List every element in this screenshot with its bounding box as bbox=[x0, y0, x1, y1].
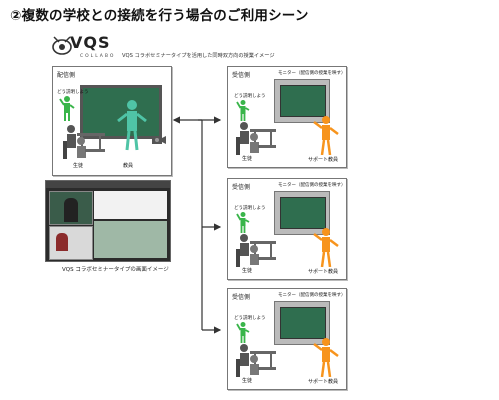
receiver-label: 受信側 bbox=[232, 294, 251, 301]
speech-text: どう説明しよう bbox=[234, 94, 266, 99]
diagram-caption: VQS コラボセミナータイプを活用した同時双方向の授業イメージ bbox=[122, 53, 275, 59]
support-role-label: サポート教員 bbox=[308, 157, 339, 163]
monitor-frame bbox=[274, 191, 330, 235]
sender-label: 配信側 bbox=[57, 72, 76, 79]
logo-subtext: COLLABO bbox=[80, 54, 116, 59]
monitor-screen bbox=[280, 85, 326, 117]
sender-panel: 配信側 どう説明しよう 生徒 教員 bbox=[52, 66, 172, 176]
student-role-label: 生徒 bbox=[242, 268, 253, 274]
support-role-label: サポート教員 bbox=[308, 379, 339, 385]
raising-hand-student-icon bbox=[236, 212, 250, 233]
speech-text: どう説明しよう bbox=[57, 90, 89, 95]
receiver-label: 受信側 bbox=[232, 72, 251, 79]
participant-list-area bbox=[94, 221, 167, 258]
receiver-label: 受信側 bbox=[232, 184, 251, 191]
monitor-screen bbox=[280, 307, 326, 339]
receiver-panel: 受信側 モニター（配信側の授業を映す） どう説明しよう生徒 サポート教員 bbox=[227, 288, 347, 390]
monitor-label: モニター（配信側の授業を映す） bbox=[278, 71, 346, 76]
monitor-frame bbox=[274, 301, 330, 345]
blackboard bbox=[80, 85, 162, 139]
students-at-desks-icon bbox=[236, 122, 276, 155]
support-teacher-icon bbox=[313, 338, 339, 377]
support-teacher-icon bbox=[313, 116, 339, 155]
receiver-panel: 受信側 モニター（配信側の授業を映す） どう説明しよう生徒 サポート教員 bbox=[227, 66, 347, 168]
connection-arrows bbox=[172, 116, 222, 334]
receiver-panel: 受信側 モニター（配信側の授業を映す） どう説明しよう生徒 サポート教員 bbox=[227, 178, 347, 280]
monitor-label: モニター（配信側の授業を映す） bbox=[278, 183, 346, 188]
students-at-desks-icon bbox=[63, 125, 105, 159]
screenshot-caption: VQS コラボセミナータイプの画面イメージ bbox=[62, 267, 169, 273]
raising-hand-student-icon bbox=[236, 322, 250, 343]
video-tile-sub bbox=[49, 226, 93, 260]
student-role-label: 生徒 bbox=[73, 163, 84, 169]
page-title: ②複数の学校との接続を行う場合のご利用シーン bbox=[10, 8, 309, 24]
monitor-frame bbox=[274, 79, 330, 123]
raising-hand-student-icon bbox=[59, 96, 75, 121]
logo-text: VQS bbox=[70, 33, 111, 52]
support-role-label: サポート教員 bbox=[308, 269, 339, 275]
teacher-icon bbox=[117, 100, 147, 151]
monitor-label: モニター（配信側の授業を映す） bbox=[278, 293, 346, 298]
camera-icon bbox=[152, 136, 166, 144]
student-role-label: 生徒 bbox=[242, 378, 253, 384]
speech-text: どう説明しよう bbox=[234, 206, 266, 211]
video-tile-main bbox=[49, 191, 93, 225]
whiteboard-area bbox=[94, 191, 167, 219]
speech-text: どう説明しよう bbox=[234, 316, 266, 321]
students-at-desks-icon bbox=[236, 234, 276, 267]
students-at-desks-icon bbox=[236, 344, 276, 377]
teacher-role-label: 教員 bbox=[123, 163, 134, 169]
vqs-logo-icon bbox=[52, 36, 72, 55]
monitor-screen bbox=[280, 197, 326, 229]
support-teacher-icon bbox=[313, 228, 339, 267]
raising-hand-student-icon bbox=[236, 100, 250, 121]
student-role-label: 生徒 bbox=[242, 156, 253, 162]
ui-screenshot-thumbnail bbox=[45, 180, 171, 262]
